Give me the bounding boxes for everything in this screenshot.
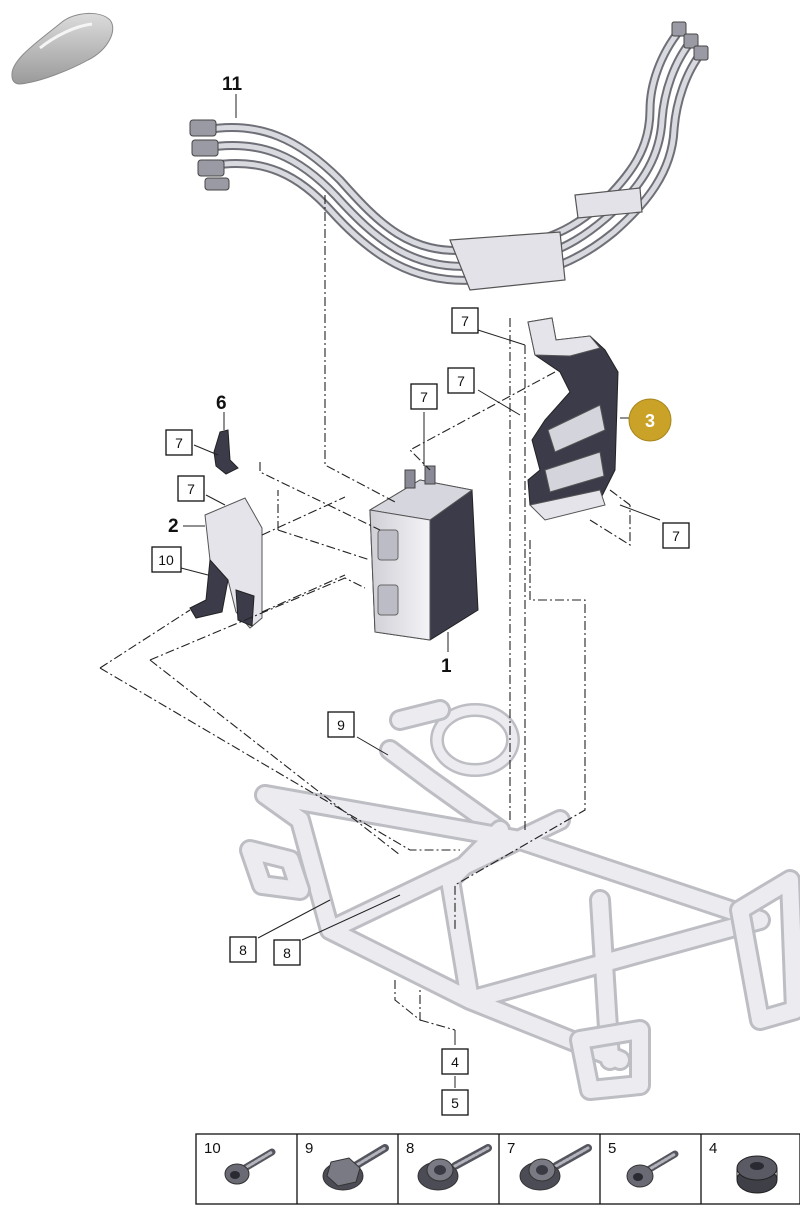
svg-text:8: 8: [283, 945, 291, 961]
callout-box-7-b: 7: [447, 367, 475, 394]
callout-box-7-c: 7: [410, 383, 438, 410]
part-number-6: 6: [216, 393, 227, 414]
part-number-1: 1: [441, 656, 452, 677]
legend-item-4: 4: [709, 1140, 778, 1194]
svg-text:4: 4: [709, 1140, 717, 1157]
legend-item-10: 10: [204, 1140, 276, 1185]
svg-text:7: 7: [461, 313, 469, 329]
torx-button-head-bolt-icon: [224, 1148, 276, 1185]
bracket-part-3: [527, 317, 619, 521]
svg-text:10: 10: [158, 552, 174, 568]
legend-item-7: 7: [507, 1140, 592, 1191]
svg-text:5: 5: [608, 1140, 616, 1157]
svg-text:7: 7: [420, 389, 428, 405]
callout-box-7-d: 7: [165, 429, 193, 456]
splined-flange-bolt-icon: [417, 1144, 492, 1191]
bracket-part-2: [189, 497, 263, 629]
svg-text:10: 10: [204, 1140, 221, 1157]
svg-text:7: 7: [507, 1140, 515, 1157]
part-number-3: 3: [645, 411, 655, 431]
svg-text:7: 7: [672, 528, 680, 544]
legend-item-9: 9: [305, 1140, 389, 1191]
bracket-part-6: [213, 429, 239, 475]
vehicle-thumbnail-icon: [11, 13, 114, 85]
front-subframe: [239, 699, 800, 1101]
callout-box-7-f: 7: [662, 522, 690, 549]
fastener-legend: 10 9 8: [195, 1133, 800, 1205]
svg-text:7: 7: [457, 373, 465, 389]
callout-box-8-b: 8: [273, 939, 301, 966]
rubber-grommet-icon: [736, 1155, 778, 1194]
callout-box-10: 10: [151, 546, 182, 573]
torx-button-head-bolt-icon: [626, 1150, 679, 1188]
callout-box-9: 9: [327, 711, 355, 738]
legend-item-5: 5: [608, 1140, 679, 1188]
box-leaders: [180, 329, 661, 1088]
svg-text:9: 9: [305, 1140, 313, 1157]
svg-text:9: 9: [337, 717, 345, 733]
legend-item-8: 8: [406, 1140, 492, 1191]
svg-text:4: 4: [451, 1054, 459, 1070]
hex-flange-bolt-icon: [322, 1144, 389, 1191]
callout-box-8-a: 8: [229, 936, 257, 963]
leader-lines: [99, 195, 631, 1031]
callout-box-5: 5: [441, 1089, 469, 1116]
svg-text:8: 8: [406, 1140, 414, 1157]
callout-box-7-e: 7: [177, 475, 205, 502]
control-unit-part-1: [368, 465, 479, 641]
svg-text:7: 7: [187, 481, 195, 497]
coolant-pipe-assembly: [189, 21, 709, 291]
svg-text:8: 8: [239, 942, 247, 958]
callout-box-4: 4: [441, 1048, 469, 1075]
svg-text:7: 7: [175, 435, 183, 451]
part-3-highlight-badge: 3: [628, 398, 672, 442]
splined-flange-bolt-icon: [519, 1144, 592, 1191]
part-number-2: 2: [168, 516, 179, 537]
callout-box-7-a: 7: [451, 307, 479, 334]
part-number-11: 11: [222, 74, 243, 95]
svg-text:5: 5: [451, 1095, 459, 1111]
